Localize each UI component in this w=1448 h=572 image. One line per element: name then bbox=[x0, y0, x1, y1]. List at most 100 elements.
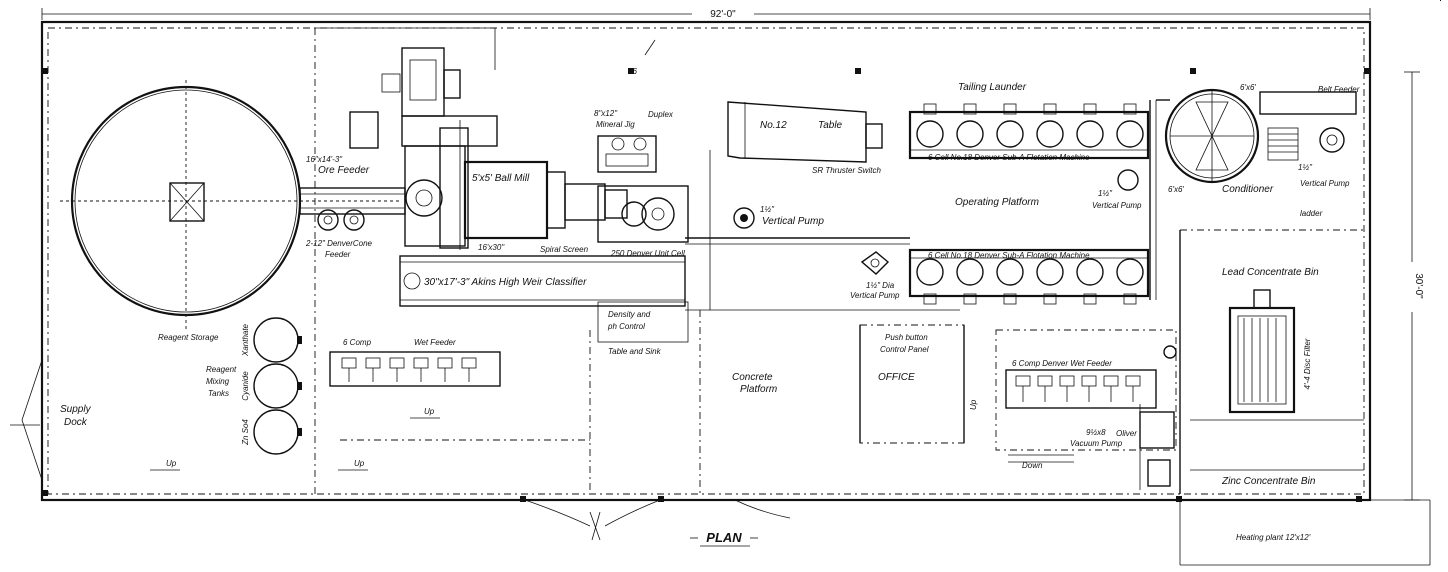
flotation-cell bbox=[1116, 120, 1144, 148]
classifier-label: 30"x17'-3" Akins High Weir Classifier bbox=[424, 277, 587, 288]
feeder-compartment bbox=[1081, 375, 1097, 387]
concentrating-table: No.12 Table SR Thruster Switch bbox=[727, 101, 883, 175]
dimension-width: 30'-0" bbox=[1404, 71, 1424, 501]
cell-motor bbox=[923, 103, 937, 115]
disc-filter: 4'-4 Disc Filter bbox=[1228, 289, 1312, 414]
cell-motor bbox=[1083, 103, 1097, 115]
vertical-pump-4: 1½" Vertical Pump bbox=[1298, 127, 1350, 188]
cell-motor bbox=[1003, 293, 1017, 305]
cone-feeder-label-2: Feeder bbox=[325, 250, 351, 259]
up-label-4: Up bbox=[969, 399, 978, 410]
disc-filter-label: 4'-4 Disc Filter bbox=[1303, 338, 1312, 389]
tank-cyanide-label: Cyanide bbox=[241, 371, 250, 401]
table-number: No.12 bbox=[760, 120, 787, 131]
reagent-mixing-label-2: Mixing bbox=[206, 377, 230, 386]
reagent-area: Reagent Storage Reagent Mixing Tanks Xan… bbox=[158, 317, 302, 455]
flotation-cell bbox=[1076, 258, 1104, 286]
lead-bin-label: Lead Concentrate Bin bbox=[1222, 267, 1319, 278]
vacuum-pump: 9½x8 Oliver Vacuum Pump bbox=[1070, 404, 1175, 490]
feeder-compartment bbox=[341, 357, 357, 369]
operating-platform-label: Operating Platform bbox=[955, 197, 1039, 208]
flotation-cell bbox=[1076, 120, 1104, 148]
vertical-pump-4-label: Vertical Pump bbox=[1300, 179, 1350, 188]
classifier: 30"x17'-3" Akins High Weir Classifier bbox=[399, 255, 686, 307]
tank-zn-label: Zn So4 bbox=[241, 419, 250, 446]
dimension-length-label: 92'-0" bbox=[710, 9, 736, 20]
column-mark: 16 bbox=[628, 67, 637, 76]
feeder-compartment bbox=[1015, 375, 1031, 387]
zinc-bin-label: Zinc Concentrate Bin bbox=[1221, 476, 1316, 487]
vertical-pump-3: 1½" Dia Vertical Pump bbox=[850, 251, 900, 300]
feeder-compartment bbox=[1037, 375, 1053, 387]
feeder-compartment bbox=[389, 357, 405, 369]
reagent-mixing-label-1: Reagent bbox=[206, 365, 237, 374]
mineral-jig: 8"x12" Mineral Jig Duplex bbox=[594, 109, 674, 173]
vertical-pump-3-label: Vertical Pump bbox=[850, 291, 900, 300]
flotation-machine-upper: Tailing Launder 6 Cell No.18 Denver Sub-… bbox=[908, 82, 1150, 162]
flotation-cell bbox=[1116, 258, 1144, 286]
up-label-2: Up bbox=[354, 459, 365, 468]
mineral-jig-label: Mineral Jig bbox=[596, 120, 635, 129]
unit-cell: 250 Denver Unit Cell bbox=[597, 185, 689, 258]
vacuum-size: 9½x8 bbox=[1086, 428, 1106, 437]
concrete-platform-label-2: Platform bbox=[740, 384, 777, 395]
ball-mill-drive bbox=[349, 47, 498, 250]
feeder-compartment bbox=[1125, 375, 1141, 387]
ball-mill-size: 5'x5' Ball Mill bbox=[472, 173, 530, 184]
cell-motor bbox=[923, 293, 937, 305]
piping bbox=[685, 99, 1170, 311]
flotation-upper-label: 6 Cell No.18 Denver Sub-A Flotation Mach… bbox=[928, 153, 1090, 162]
flotation-cell bbox=[916, 258, 944, 286]
feeder-compartment bbox=[1059, 375, 1075, 387]
flotation-lower-label: 6 Cell No.18 Denver Sub-A Flotation Mach… bbox=[928, 251, 1090, 260]
belt-feeder-label: Belt Feeder bbox=[1318, 85, 1360, 94]
tank-xanthate-label: Xanthate bbox=[241, 323, 250, 357]
density-label-1: Density and bbox=[608, 310, 651, 319]
wet-feeder-2: 6 Comp Denver Wet Feeder bbox=[1005, 345, 1177, 409]
spiral-screen-label: Spiral Screen bbox=[540, 245, 589, 254]
cell-motor bbox=[1123, 293, 1137, 305]
office-label: OFFICE bbox=[878, 372, 915, 383]
vertical-pump-4-size: 1½" bbox=[1298, 163, 1313, 172]
ore-bin bbox=[60, 80, 400, 330]
vertical-pump-1-label: Vertical Pump bbox=[762, 216, 824, 227]
ball-mill: 5'x5' Ball Mill 16'x30" Spiral Screen bbox=[463, 160, 628, 254]
flotation-cell bbox=[1036, 258, 1064, 286]
flotation-cell bbox=[996, 258, 1024, 286]
cone-feeders: 2-12" DenverCone Feeder bbox=[305, 209, 373, 259]
table-sink-label: Table and Sink bbox=[608, 347, 662, 356]
dimension-length: 92'-0" bbox=[41, 6, 1371, 20]
flotation-cell bbox=[956, 120, 984, 148]
cell-motor bbox=[1043, 293, 1057, 305]
cell-motor bbox=[1043, 103, 1057, 115]
belt-feeder: Belt Feeder bbox=[1259, 85, 1360, 161]
ore-feeder-size: 16"x14'-3" bbox=[306, 155, 343, 164]
conditioner-size: 6'x6' bbox=[1168, 185, 1184, 194]
flotation-cell bbox=[956, 258, 984, 286]
flotation-cell bbox=[996, 120, 1024, 148]
wet-feeder-1-comp: 6 Comp bbox=[343, 338, 372, 347]
supply-dock-label-2: Dock bbox=[64, 417, 88, 428]
mineral-jig-size: 8"x12" bbox=[594, 109, 618, 118]
conditioner-top-size: 6'x6' bbox=[1240, 83, 1256, 92]
table-label: Table bbox=[818, 120, 843, 131]
down-label: Down bbox=[1022, 461, 1043, 470]
building-outline bbox=[10, 0, 1441, 566]
vacuum-label: Vacuum Pump bbox=[1070, 439, 1123, 448]
density-control: Density and ph Control Table and Sink bbox=[597, 301, 689, 356]
up-label-3: Up bbox=[424, 407, 435, 416]
push-button-label-2: Control Panel bbox=[880, 345, 929, 354]
ball-mill-bearing: 16'x30" bbox=[478, 243, 505, 252]
vertical-pump-2-size: 1½" bbox=[1098, 189, 1113, 198]
vacuum-brand: Oliver bbox=[1116, 429, 1137, 438]
stairs-lower-right: Down bbox=[995, 329, 1177, 470]
cell-motor bbox=[963, 103, 977, 115]
duplex-label: Duplex bbox=[648, 110, 674, 119]
plan-title-text: PLAN bbox=[706, 530, 742, 545]
wet-feeder-2-label: 6 Comp Denver Wet Feeder bbox=[1012, 359, 1112, 368]
up-label-1: Up bbox=[166, 459, 177, 468]
vertical-pump-1: 1½" Vertical Pump bbox=[733, 205, 824, 229]
wet-feeder-1: 6 Comp Wet Feeder bbox=[329, 338, 501, 387]
flotation-cell bbox=[1036, 120, 1064, 148]
